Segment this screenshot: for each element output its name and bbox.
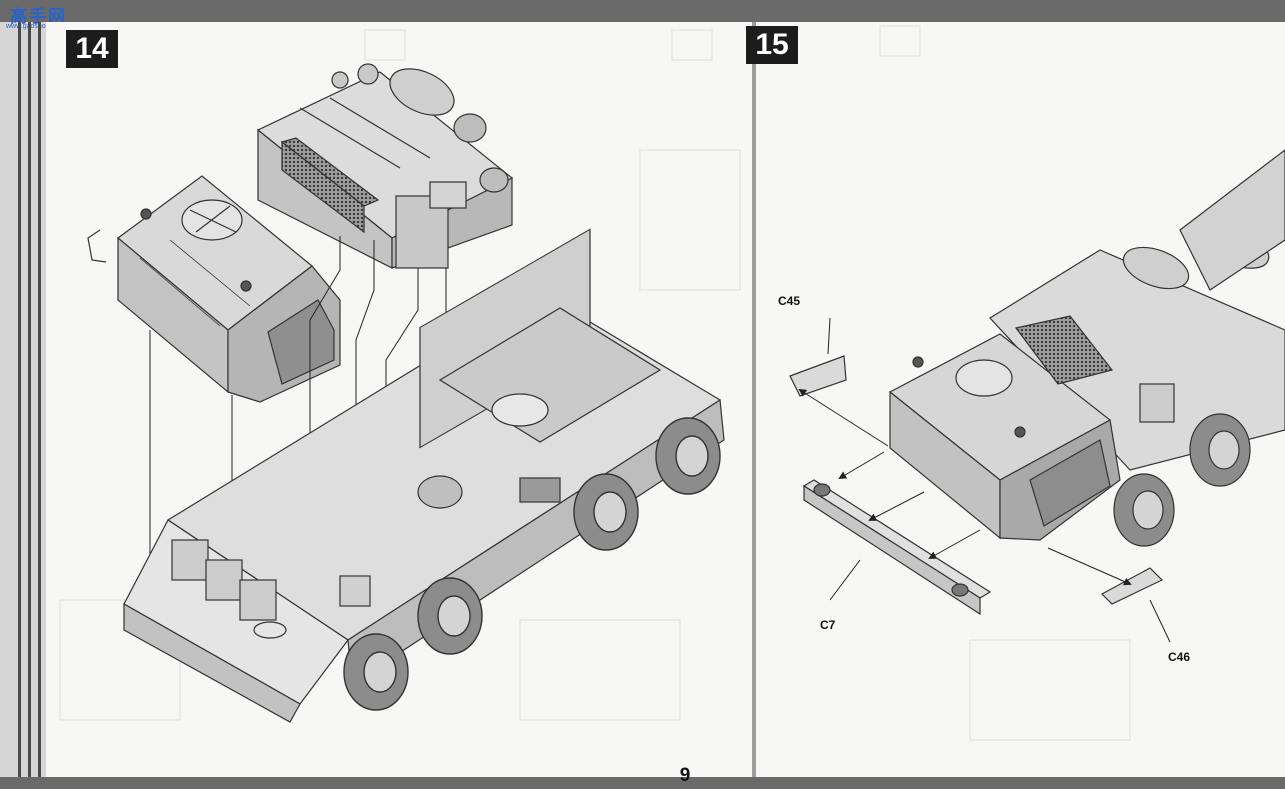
step-15-arrows	[798, 317, 1171, 643]
completed-truck	[888, 149, 1285, 547]
site-logo-text: 高手网	[10, 7, 67, 26]
top-bar	[0, 0, 1285, 22]
binding-strip	[38, 22, 41, 777]
part-label-c45: C45	[778, 294, 801, 308]
page-binding-edge	[0, 22, 46, 777]
part-label-c7: C7	[820, 618, 836, 632]
mirror-part-c45	[789, 355, 847, 397]
part-label-c46: C46	[1168, 650, 1191, 664]
bottom-bar	[0, 777, 1285, 789]
step-14-illustration	[87, 63, 725, 723]
step-15-badge: 15	[746, 26, 798, 64]
truck-wheels	[343, 417, 721, 711]
page-number: 9	[679, 765, 691, 786]
cab-module	[87, 175, 341, 403]
step-part-c46	[1101, 567, 1164, 605]
step-14-badge: 14	[66, 30, 118, 68]
binding-strip	[18, 22, 21, 777]
binding-strip	[28, 22, 31, 777]
background-ghost-print	[59, 25, 1131, 741]
engine-module	[256, 63, 514, 269]
bumper-part-c7	[802, 479, 992, 616]
step-15-illustration	[789, 149, 1285, 643]
page-gutter	[752, 22, 756, 777]
